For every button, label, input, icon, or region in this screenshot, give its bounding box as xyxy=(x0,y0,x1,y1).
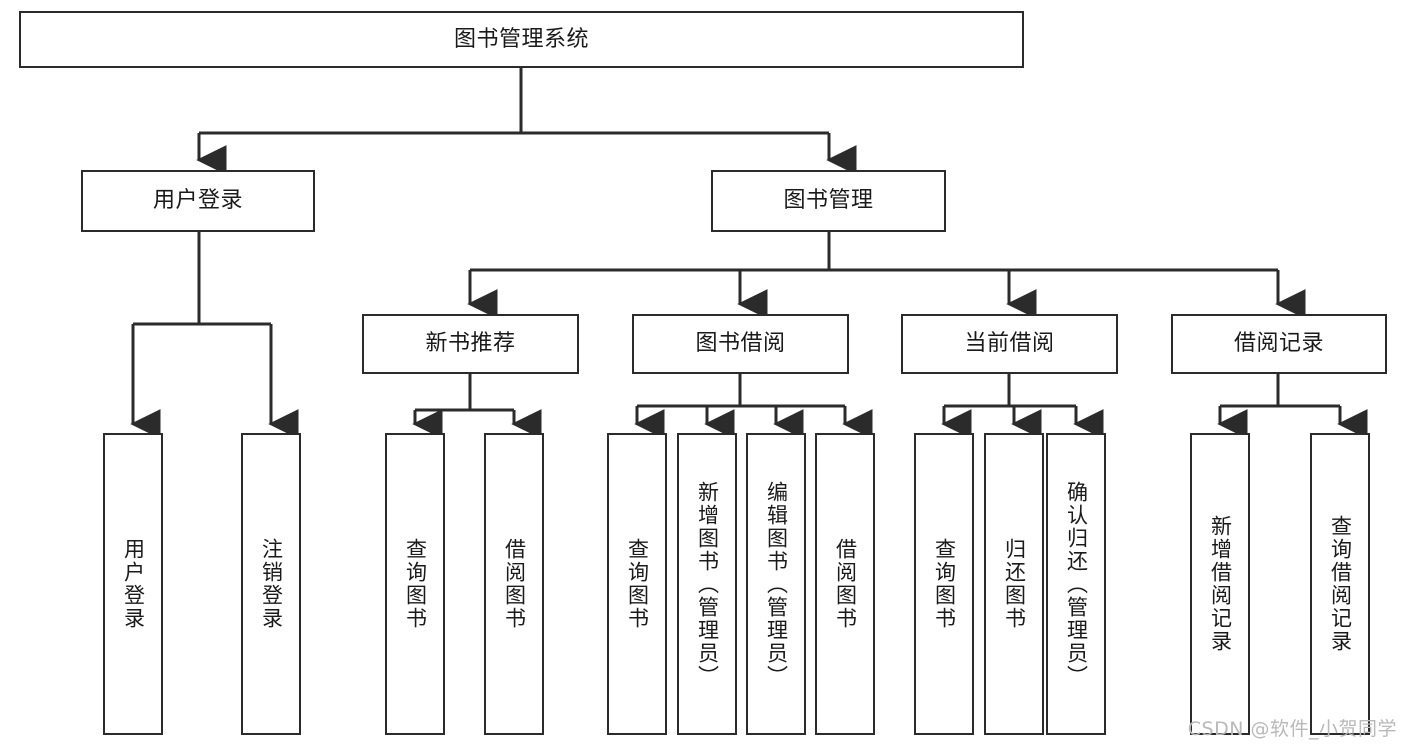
node-user-login[interactable]: 用户登录 xyxy=(81,170,315,232)
watermark-text: CSDN @软件_小贺同学 xyxy=(1187,718,1397,740)
leaf-current-return-book[interactable]: 归还图书 xyxy=(984,433,1044,735)
leaf-user-logout[interactable]: 注销登录 xyxy=(241,433,301,735)
node-label: 借阅图书 xyxy=(833,538,858,630)
node-label: 用户登录 xyxy=(121,538,146,630)
node-label: 借阅记录 xyxy=(1233,331,1324,357)
leaf-recommend-borrow-book[interactable]: 借阅图书 xyxy=(484,433,544,735)
node-label: 借阅图书 xyxy=(502,538,527,630)
node-label: 图书管理系统 xyxy=(453,26,589,52)
node-label: 用户登录 xyxy=(152,188,243,214)
node-label: 新书推荐 xyxy=(425,331,516,357)
leaf-record-add-record[interactable]: 新增借阅记录 xyxy=(1190,433,1250,735)
leaf-user-login[interactable]: 用户登录 xyxy=(103,433,163,735)
node-label: 归还图书 xyxy=(1002,538,1027,630)
node-new-book-recommend[interactable]: 新书推荐 xyxy=(362,314,579,374)
node-label: 注销登录 xyxy=(259,538,284,630)
node-label: 图书借阅 xyxy=(695,331,786,357)
node-book-management[interactable]: 图书管理 xyxy=(711,170,946,232)
node-label: 新增图书（管理员） xyxy=(695,480,720,688)
node-label: 查询借阅记录 xyxy=(1328,515,1353,653)
node-label: 确认归还（管理员） xyxy=(1064,480,1089,688)
node-label: 查询图书 xyxy=(625,538,650,630)
leaf-borrow-borrow-book[interactable]: 借阅图书 xyxy=(815,433,875,735)
node-book-borrow[interactable]: 图书借阅 xyxy=(632,314,849,374)
node-root-system[interactable]: 图书管理系统 xyxy=(19,11,1024,68)
node-current-borrow[interactable]: 当前借阅 xyxy=(901,314,1118,374)
node-label: 新增借阅记录 xyxy=(1208,515,1233,653)
leaf-borrow-query-book[interactable]: 查询图书 xyxy=(607,433,667,735)
leaf-current-confirm-return-admin[interactable]: 确认归还（管理员） xyxy=(1046,433,1106,735)
node-label: 图书管理 xyxy=(783,188,874,214)
node-borrow-record[interactable]: 借阅记录 xyxy=(1171,314,1387,374)
leaf-borrow-edit-book-admin[interactable]: 编辑图书（管理员） xyxy=(746,433,806,735)
leaf-record-query-record[interactable]: 查询借阅记录 xyxy=(1310,433,1370,735)
node-label: 查询图书 xyxy=(403,538,428,630)
leaf-borrow-add-book-admin[interactable]: 新增图书（管理员） xyxy=(677,433,737,735)
node-label: 编辑图书（管理员） xyxy=(764,480,789,688)
leaf-recommend-query-book[interactable]: 查询图书 xyxy=(385,433,445,735)
node-label: 当前借阅 xyxy=(964,331,1055,357)
leaf-current-query-book[interactable]: 查询图书 xyxy=(914,433,974,735)
node-label: 查询图书 xyxy=(932,538,957,630)
